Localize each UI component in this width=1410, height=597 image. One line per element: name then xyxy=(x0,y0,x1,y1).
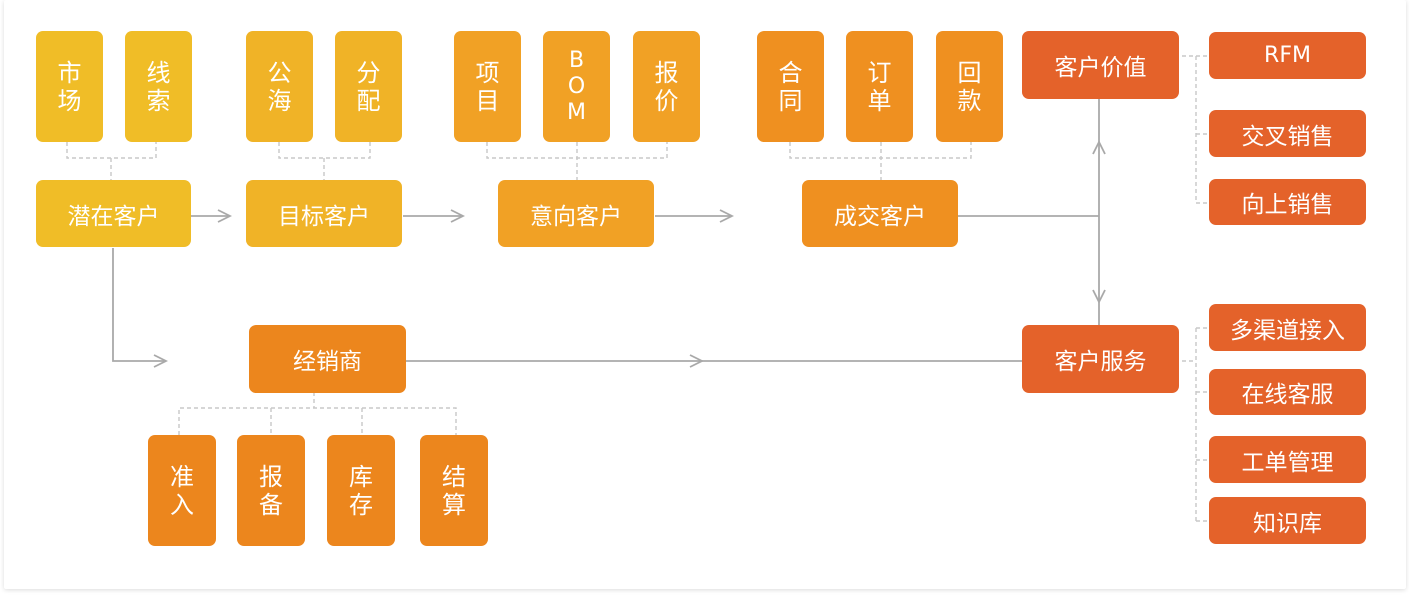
dealer-item-access: 准入 xyxy=(148,435,216,546)
tree-value xyxy=(1182,55,1209,204)
node-market-label: 市场 xyxy=(57,58,82,115)
stage-intent-label: 意向客户 xyxy=(530,203,622,230)
node-quote-label: 报价 xyxy=(654,58,679,115)
stage-intent-customer: 意向客户 xyxy=(498,180,654,247)
stage-deal-label: 成交客户 xyxy=(834,203,926,230)
node-payment-label: 回款 xyxy=(957,58,982,115)
dealer-item-settlement: 结算 xyxy=(420,435,488,546)
dealer-item-inventory: 库存 xyxy=(327,435,395,546)
service-item-label: 知识库 xyxy=(1253,510,1322,537)
node-assign-label: 分配 xyxy=(356,58,381,115)
value-item-upsell: 向上销售 xyxy=(1209,179,1366,225)
stage-target-label: 目标客户 xyxy=(278,203,370,230)
service-item-label: 多渠道接入 xyxy=(1230,317,1345,344)
dealer-item-report: 报备 xyxy=(237,435,305,546)
node-market: 市场 xyxy=(36,31,103,142)
node-public-pool: 公海 xyxy=(246,31,313,142)
node-payment: 回款 xyxy=(936,31,1003,142)
node-order: 订单 xyxy=(846,31,913,142)
customer-service-label: 客户服务 xyxy=(1054,349,1147,375)
tree-service xyxy=(1182,327,1209,522)
tree-target xyxy=(278,142,371,180)
node-order-label: 订单 xyxy=(867,58,892,115)
connector-lines xyxy=(66,55,1209,522)
tree-dealer xyxy=(178,392,457,435)
value-item-rfm: RFM xyxy=(1209,32,1366,79)
node-assign: 分配 xyxy=(335,31,402,142)
node-customer-service: 客户服务 xyxy=(1022,325,1179,393)
stage-potential-label: 潜在客户 xyxy=(67,203,160,230)
service-item-ticket-management: 工单管理 xyxy=(1209,436,1366,483)
node-project: 项目 xyxy=(454,31,521,142)
service-item-multichannel: 多渠道接入 xyxy=(1209,304,1366,351)
node-dealer: 经销商 xyxy=(249,325,406,393)
arrow-potential-to-dealer xyxy=(112,248,166,361)
service-item-online-support: 在线客服 xyxy=(1209,369,1366,415)
dealer-item-label: 报备 xyxy=(259,462,283,519)
tree-deal xyxy=(789,142,972,180)
stage-target-customer: 目标客户 xyxy=(246,180,402,247)
service-item-label: 在线客服 xyxy=(1241,382,1334,408)
node-customer-value: 客户价值 xyxy=(1022,31,1179,99)
node-contract: 合同 xyxy=(757,31,824,142)
value-item-cross-sell: 交叉销售 xyxy=(1209,110,1366,157)
stage-potential-customer: 潜在客户 xyxy=(36,180,191,247)
customer-value-label: 客户价值 xyxy=(1054,55,1147,81)
service-item-knowledge-base: 知识库 xyxy=(1209,497,1366,544)
node-lead-label: 线索 xyxy=(146,58,171,115)
dealer-label: 经销商 xyxy=(293,349,362,375)
node-project-label: 项目 xyxy=(475,58,500,115)
dealer-item-label: 库存 xyxy=(349,462,373,519)
value-item-label: 向上销售 xyxy=(1241,192,1334,218)
dealer-item-label: 结算 xyxy=(442,462,466,519)
service-item-label: 工单管理 xyxy=(1241,449,1334,476)
dealer-item-label: 准入 xyxy=(170,462,194,519)
stage-deal-customer: 成交客户 xyxy=(802,180,958,247)
node-public-pool-label: 公海 xyxy=(267,58,292,115)
value-item-label: 交叉销售 xyxy=(1241,123,1334,150)
node-lead: 线索 xyxy=(125,31,192,142)
value-item-label: RFM xyxy=(1264,43,1311,68)
tree-potential xyxy=(66,142,157,180)
node-contract-label: 合同 xyxy=(778,58,803,115)
tree-intent xyxy=(486,142,668,180)
node-quote: 报价 xyxy=(633,31,700,142)
